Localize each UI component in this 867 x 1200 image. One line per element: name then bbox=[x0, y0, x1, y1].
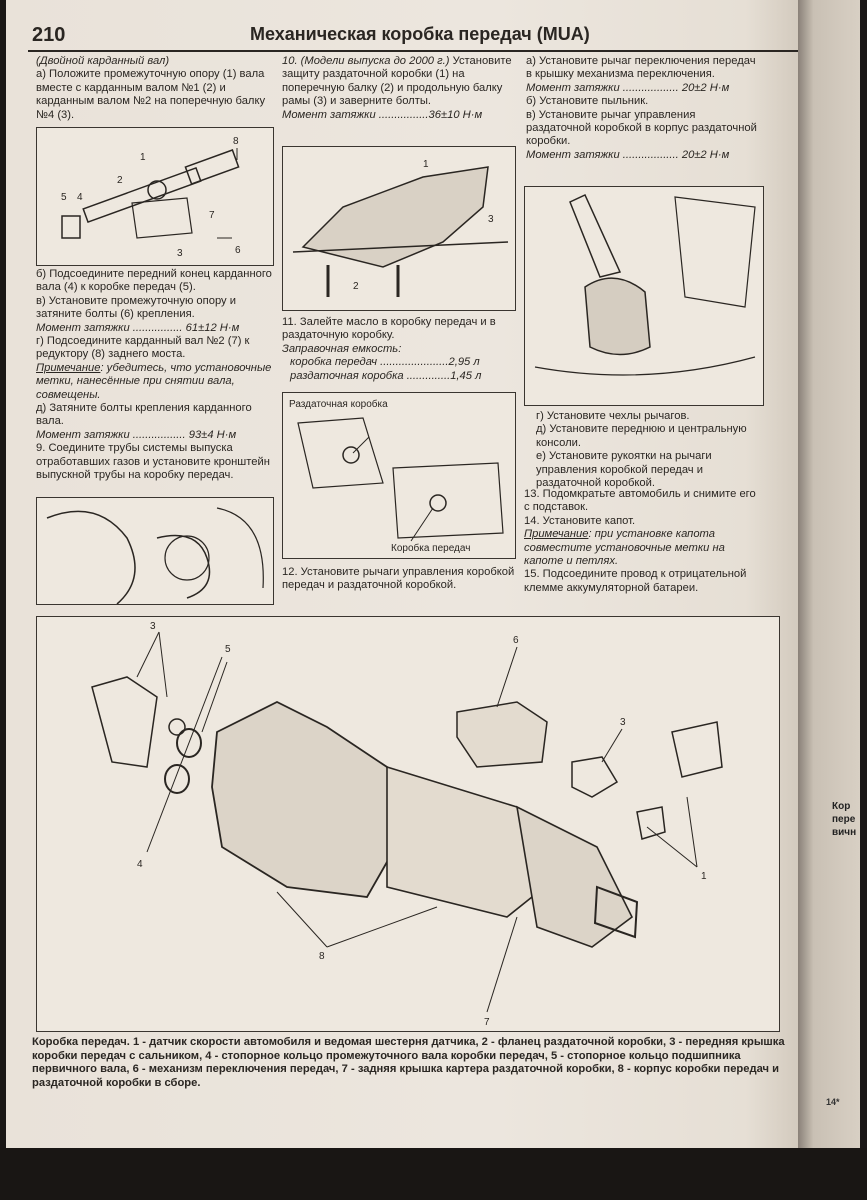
paragraph: 15. Подсоедините провод к отрицательной … bbox=[524, 568, 747, 594]
figure-label-transfer: Раздаточная коробка bbox=[289, 399, 388, 410]
torque-spec: Момент затяжки ................ 61±12 Н·… bbox=[36, 321, 240, 334]
edge-line: пере bbox=[832, 814, 856, 825]
capacity-title: Заправочная емкость: bbox=[282, 342, 402, 355]
svg-text:5: 5 bbox=[61, 192, 67, 203]
paragraph: д) Установите переднюю и центральную кон… bbox=[536, 423, 747, 449]
edge-line: вичн bbox=[832, 827, 857, 838]
figure-label-gearbox: Коробка передач bbox=[391, 543, 471, 554]
paragraph: 11. Залейте масло в коробку передач и в … bbox=[282, 316, 496, 342]
column-1-top: (Двойной карданный вал) а) Положите пром… bbox=[36, 55, 272, 122]
svg-text:3: 3 bbox=[620, 717, 626, 728]
torque-spec: Момент затяжки .................. 20±2 Н… bbox=[526, 81, 730, 94]
driveshaft-drawing: 1 2 3 4 5 6 7 8 bbox=[61, 136, 241, 259]
exhaust-drawing bbox=[46, 507, 264, 604]
svg-text:4: 4 bbox=[137, 859, 143, 870]
svg-text:2: 2 bbox=[353, 281, 359, 292]
driveshaft-figure: 1 2 3 4 5 6 7 8 bbox=[36, 127, 274, 266]
paragraph: г) Установите чехлы рычагов. bbox=[536, 410, 690, 422]
gearbox-exploded-figure: 3 5 6 3 4 1 8 7 bbox=[36, 616, 780, 1032]
capacity-gearbox: коробка передач ......................2,… bbox=[290, 356, 480, 369]
paragraph: б) Установите пыльник. bbox=[526, 95, 649, 108]
column-3-bottom: г) Установите чехлы рычагов. д) Установи… bbox=[536, 410, 762, 490]
svg-text:8: 8 bbox=[233, 136, 239, 147]
column-3-top: а) Установите рычаг переключения передач… bbox=[526, 55, 760, 162]
svg-text:7: 7 bbox=[484, 1017, 490, 1028]
paragraph: 12. Установите рычаги управления коробко… bbox=[282, 566, 515, 592]
note: Примечание: убедитесь, что установочные … bbox=[36, 362, 272, 402]
column-1-bottom: б) Подсоедините передний конец карданног… bbox=[36, 268, 272, 483]
paragraph: 10. (Модели выпуска до 2000 г.) Установи… bbox=[282, 55, 518, 109]
page-number: 210 bbox=[32, 24, 66, 46]
svg-text:6: 6 bbox=[235, 245, 241, 256]
transfer-guard-drawing: 1 2 3 bbox=[292, 159, 509, 297]
paragraph: (Двойной карданный вал) bbox=[36, 55, 170, 67]
svg-text:8: 8 bbox=[319, 951, 325, 962]
exhaust-figure bbox=[36, 497, 274, 605]
column-2-mid: 11. Залейте масло в коробку передач и в … bbox=[282, 316, 518, 383]
shift-lever-drawing bbox=[534, 194, 756, 376]
figure-caption: Коробка передач. 1 - датчик скорости авт… bbox=[32, 1036, 785, 1089]
svg-text:6: 6 bbox=[513, 635, 519, 646]
transfer-guard-figure: 1 2 3 bbox=[282, 146, 516, 311]
shift-lever-figure bbox=[524, 186, 764, 406]
svg-text:3: 3 bbox=[177, 248, 183, 259]
svg-text:3: 3 bbox=[150, 621, 156, 632]
paragraph: а) Положите промежуточную опору (1) вала… bbox=[36, 68, 266, 121]
paragraph: 9. Соедините трубы системы выпуска отраб… bbox=[36, 442, 270, 482]
paragraph: б) Подсоедините передний конец карданног… bbox=[36, 268, 272, 294]
note-label: Примечание bbox=[524, 528, 589, 541]
svg-text:2: 2 bbox=[117, 175, 123, 186]
edge-line: Кор bbox=[832, 801, 851, 812]
paragraph: г) Подсоедините карданный вал №2 (7) к р… bbox=[36, 335, 250, 361]
page-header: 210 Механическая коробка передач (MUA) bbox=[28, 24, 798, 52]
svg-text:1: 1 bbox=[701, 871, 707, 882]
note-text: : при установке капота совместите устано… bbox=[524, 528, 725, 568]
gearbox-exploded-drawing: 3 5 6 3 4 1 8 7 bbox=[91, 621, 723, 1028]
paragraph: д) Затяните болты крепления карданного в… bbox=[36, 402, 252, 428]
svg-text:3: 3 bbox=[488, 214, 494, 225]
column-3-steps: 13. Подомкратьте автомобиль и снимите ег… bbox=[524, 488, 762, 595]
svg-text:7: 7 bbox=[209, 210, 215, 221]
next-page-text: Кор пере вичн bbox=[832, 800, 856, 839]
svg-text:1: 1 bbox=[140, 152, 146, 163]
paragraph: 14. Установите капот. bbox=[524, 514, 636, 527]
paragraph: е) Установите рукоятки на рычаги управле… bbox=[536, 450, 712, 490]
oil-fill-figure: Раздаточная коробка Коробка передач bbox=[282, 392, 516, 559]
paragraph: в) Установите промежуточную опору и затя… bbox=[36, 294, 236, 321]
scan-background bbox=[0, 1148, 867, 1200]
column-2-top: 10. (Модели выпуска до 2000 г.) Установи… bbox=[282, 55, 518, 122]
oil-fill-drawing bbox=[297, 417, 504, 542]
paragraph: 13. Подомкратьте автомобиль и снимите ег… bbox=[524, 488, 756, 514]
paragraph: в) Установите рычаг управления раздаточн… bbox=[526, 108, 757, 148]
column-2-bottom: 12. Установите рычаги управления коробко… bbox=[282, 566, 518, 593]
torque-spec: Момент затяжки ................. 93±4 Н·… bbox=[36, 428, 237, 441]
note-text: : убедитесь, что установочные метки, нан… bbox=[36, 361, 272, 401]
page-title: Механическая коробка передач (MUA) bbox=[250, 24, 590, 44]
torque-spec: Момент затяжки .................. 20±2 Н… bbox=[526, 148, 730, 161]
paragraph-text: Установите защиту раздаточной коробки (1… bbox=[282, 55, 512, 108]
paragraph: а) Установите рычаг переключения передач… bbox=[526, 55, 756, 81]
model-note: 10. (Модели выпуска до 2000 г.) bbox=[282, 55, 450, 67]
next-page-edge bbox=[798, 0, 860, 1148]
note: Примечание: при установке капота совмест… bbox=[524, 528, 762, 568]
svg-text:5: 5 bbox=[225, 644, 231, 655]
svg-text:4: 4 bbox=[77, 192, 83, 203]
torque-spec: Момент затяжки ................36±10 Н·м bbox=[282, 108, 483, 121]
capacity-transfer: раздаточная коробка ..............1,45 л bbox=[290, 369, 482, 382]
svg-text:1: 1 bbox=[423, 159, 429, 170]
next-page-mark: 14* bbox=[826, 1097, 840, 1107]
note-label: Примечание bbox=[36, 361, 101, 374]
